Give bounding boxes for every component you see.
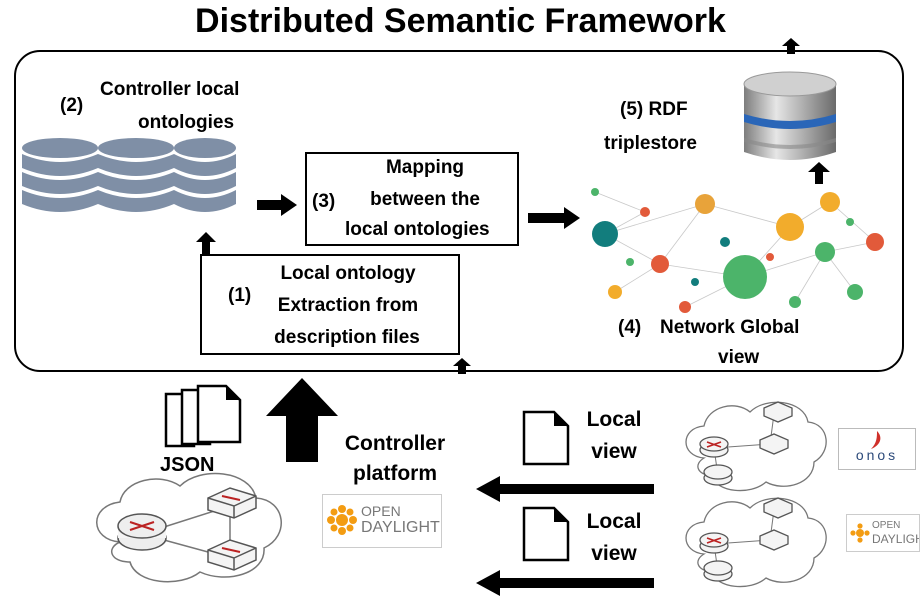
odl-text-line: OPEN <box>872 520 901 531</box>
up-arrow-icon <box>782 38 800 54</box>
big-up-arrow-icon <box>266 378 338 462</box>
mapping-line: Mapping <box>385 157 465 178</box>
local-view-line: view <box>591 440 637 463</box>
controller-platform-line: Controller <box>344 432 446 455</box>
mapping-line: between the <box>370 189 480 210</box>
triplestore-text: RDF <box>648 99 688 120</box>
extraction-box <box>200 254 460 355</box>
right-arrow-icon <box>257 194 297 216</box>
sun-icon <box>327 505 357 535</box>
json-document-icon <box>164 384 242 448</box>
extraction-line: Local ontology <box>280 263 416 284</box>
onos-logo: onos <box>838 428 916 470</box>
sun-icon <box>850 523 870 543</box>
odl-text-line: DAYLIGHT <box>361 519 440 536</box>
up-arrow-icon <box>808 162 830 184</box>
extraction-line: Extraction from <box>277 295 419 316</box>
node-number: (2) <box>60 95 84 116</box>
onos-text: onos <box>855 447 899 463</box>
left-arrow-icon <box>476 476 654 502</box>
up-arrow-icon <box>453 358 471 374</box>
mapping-box <box>305 152 519 246</box>
extraction-number: (1) <box>228 285 252 306</box>
global-view-line: Network Global <box>660 317 800 338</box>
database-icon <box>98 138 174 212</box>
network-cloud-icon <box>685 401 827 492</box>
odl-text-line: DAYLIGHT <box>872 532 919 546</box>
controller-platform-line: platform <box>353 462 437 485</box>
left-arrow-icon <box>476 570 654 596</box>
global-view-number: (4) <box>618 317 642 338</box>
document-icon <box>522 506 570 562</box>
local-view-line: view <box>591 542 637 565</box>
odl-text-line: OPEN <box>361 503 401 519</box>
mapping-line: local ontologies <box>345 219 490 240</box>
onos-swoosh-icon <box>871 431 881 449</box>
opendaylight-logo-small: OPEN DAYLIGHT <box>846 514 920 552</box>
mapping-number: (3) <box>312 191 336 212</box>
document-icon <box>522 410 570 466</box>
triplestore-line: triplestore <box>604 133 697 154</box>
triplestore-line: (5) RDF <box>620 98 688 121</box>
local-view-line: Local <box>586 510 642 533</box>
local-view-line: Local <box>586 408 642 431</box>
node-line: Controller local <box>100 79 240 100</box>
extraction-line: description files <box>274 327 420 348</box>
global-view-line: view <box>718 347 760 368</box>
node-line: ontologies <box>138 112 235 133</box>
database-icon <box>174 138 236 212</box>
json-label: JSON <box>160 454 215 476</box>
triplestore-number: (5) <box>620 99 644 120</box>
triplestore-database-icon <box>743 71 837 160</box>
diagram-title: Distributed Semantic Framework <box>195 2 726 40</box>
network-cloud-icon <box>685 497 827 588</box>
opendaylight-logo: OPEN DAYLIGHT <box>322 494 442 548</box>
network-graph-icon <box>591 188 884 313</box>
right-arrow-icon <box>528 207 580 229</box>
up-arrow-icon <box>196 232 216 256</box>
database-icon <box>22 138 98 212</box>
network-cloud-icon <box>96 472 282 583</box>
